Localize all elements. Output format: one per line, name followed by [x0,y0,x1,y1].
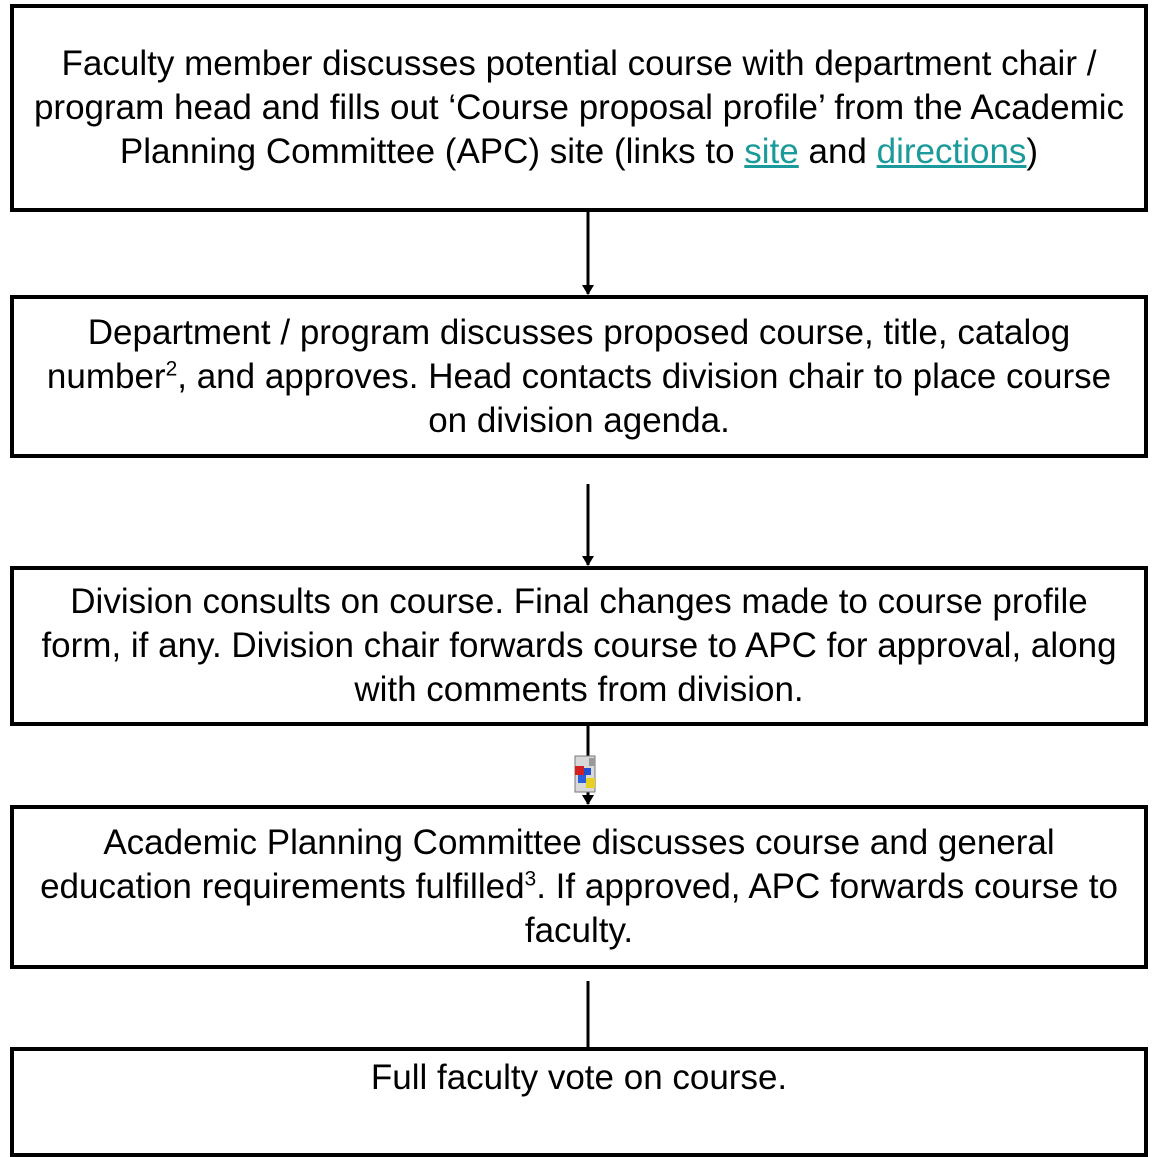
step-2-box: Department / program discusses proposed … [10,295,1148,458]
step-1-text: Faculty member discusses potential cours… [33,44,1125,171]
step-3-box: Division consults on course. Final chang… [10,566,1148,726]
step-3-text: Division consults on course. Final chang… [41,582,1117,709]
site-link[interactable]: site [744,132,799,171]
step-2-text: Department / program discusses proposed … [46,312,1112,440]
step-4-text: Academic Planning Committee discusses co… [40,823,1118,950]
step-5-text: Full faculty vote on course. [370,1058,788,1097]
step-1-box: Faculty member discusses potential cours… [10,4,1148,212]
directions-link[interactable]: directions [876,132,1027,171]
step-5-box: Full faculty vote on course. [10,1047,1148,1157]
step-4-box: Academic Planning Committee discusses co… [10,805,1148,969]
footnote-3-marker: 3 [524,867,537,891]
footnote-2-marker: 2 [165,356,178,380]
embedded-object-icon[interactable] [572,754,598,796]
